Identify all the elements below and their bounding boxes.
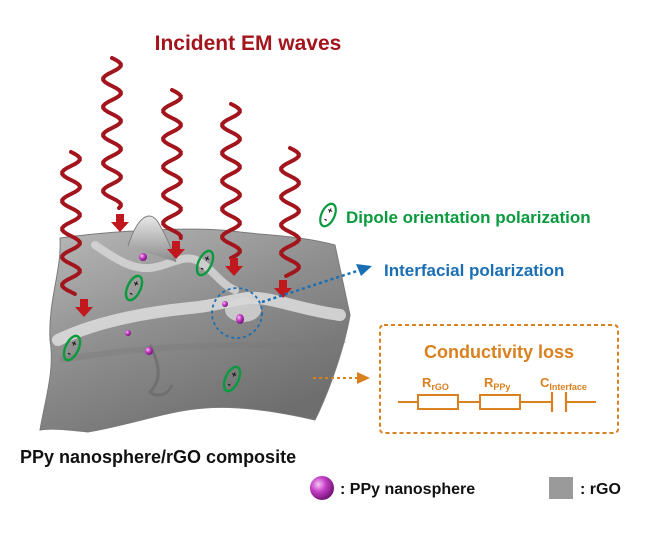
dipole-plus: +	[132, 278, 141, 289]
incident-arrows	[75, 214, 292, 317]
dipoles: +-+-+-+-	[62, 249, 242, 393]
em-wave	[60, 150, 82, 296]
rgo-sheet	[39, 215, 351, 433]
conductivity-loss-title: Conductivity loss	[424, 342, 574, 362]
sheet-body	[39, 228, 351, 433]
dipole-minus: -	[198, 263, 206, 274]
legend-ppy-label: : PPy nanosphere	[340, 481, 475, 498]
dipole: +-	[62, 334, 82, 362]
incident-waves	[60, 56, 301, 296]
legend-rgo-label: : rGO	[580, 481, 621, 498]
ppy-nanosphere	[222, 301, 228, 307]
em-wave	[279, 146, 301, 278]
dipole-plus: +	[203, 253, 212, 264]
interfacial-label: Interfacial polarization	[384, 261, 564, 280]
sheet-shadow	[59, 337, 346, 363]
interfacial-pointer	[261, 268, 361, 304]
dipole-minus: -	[127, 288, 135, 299]
dipole-plus: +	[230, 369, 239, 380]
ppy-nanosphere	[125, 330, 131, 336]
sheet-bump	[225, 298, 261, 322]
capacitor-interface	[550, 392, 568, 412]
em-wave	[220, 102, 242, 260]
conductivity-loss-frame	[379, 324, 619, 434]
incident-arrow	[75, 299, 93, 317]
dipole-label: Dipole orientation polarization	[346, 208, 591, 227]
dipole-ellipse	[222, 365, 242, 393]
resistor-ppy	[479, 394, 521, 410]
interfacial-zone	[211, 287, 263, 339]
dipole-plus: +	[70, 338, 79, 349]
label-r-ppy: RPPy	[484, 375, 510, 392]
conductivity-loss-box: Conductivity loss RrGO RPPy CInterface	[379, 324, 619, 434]
em-wave	[161, 88, 183, 240]
incident-arrow	[111, 214, 129, 232]
em-wave	[101, 56, 123, 210]
legend-ppy-swatch	[310, 476, 334, 500]
incident-arrow	[167, 241, 185, 259]
dipole-ellipse	[124, 274, 144, 302]
label-r-rgo: RrGO	[422, 375, 449, 392]
ppy-nanosphere	[236, 314, 244, 324]
ppy-nanosphere	[139, 253, 147, 261]
dipole-minus: -	[225, 379, 233, 390]
interfacial-arrowhead	[356, 264, 372, 276]
dipole-legend-icon: + -	[319, 202, 337, 228]
sheet-ridge-2	[91, 241, 239, 294]
sheet-crease	[147, 344, 174, 397]
composite-label: PPy nanosphere/rGO composite	[20, 447, 296, 467]
svg-text:+: +	[326, 205, 335, 216]
sheet-ridge-1	[52, 291, 346, 346]
dipole: +-	[195, 249, 215, 277]
svg-text:-: -	[322, 214, 330, 225]
label-c-interface: CInterface	[540, 375, 587, 392]
dipole-minus: -	[65, 348, 73, 359]
resistor-rgo	[417, 394, 459, 410]
dipole-ellipse	[62, 334, 82, 362]
legend-rgo-swatch	[549, 477, 573, 499]
incident-arrow	[274, 280, 292, 298]
title: Incident EM waves	[155, 32, 342, 55]
ppy-nanospheres	[125, 253, 244, 355]
incident-arrow	[225, 258, 243, 276]
ppy-nanosphere	[145, 347, 153, 355]
dipole: +-	[222, 365, 242, 393]
legend: : PPy nanosphere : rGO	[310, 476, 621, 500]
conductivity-arrowhead	[357, 372, 370, 384]
dipole: +-	[124, 274, 144, 302]
dipole-ellipse	[195, 249, 215, 277]
